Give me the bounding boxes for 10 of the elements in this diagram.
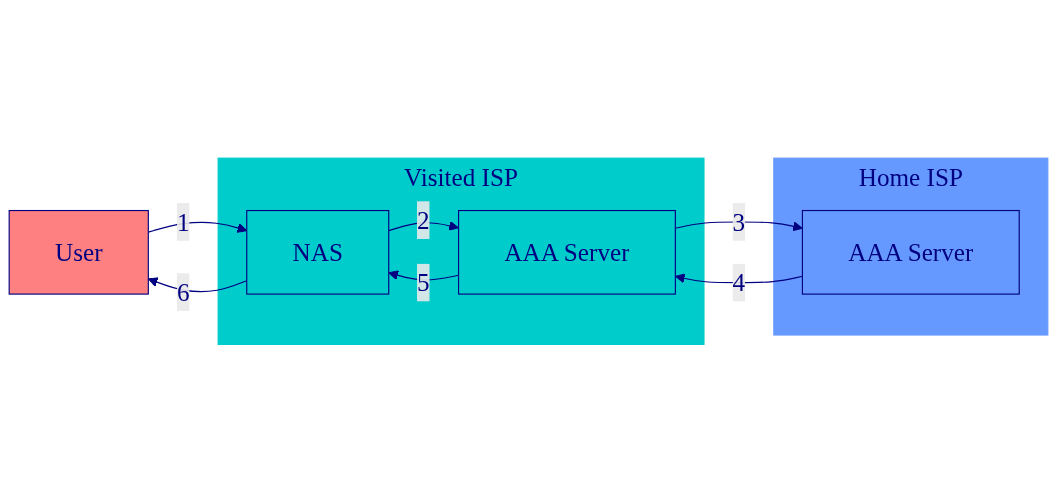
edge-label: 6 [176,277,190,307]
edge-label: 3 [732,207,746,237]
node-box: AAA Server [801,210,1020,295]
edge-label: 5 [417,268,430,298]
edge-label: 2 [417,205,430,235]
node-box: AAA Server [458,210,676,295]
node-box: NAS [246,210,390,295]
node-box: User [8,210,149,295]
edge-label: 1 [176,207,190,237]
edge-label: 4 [732,268,746,298]
